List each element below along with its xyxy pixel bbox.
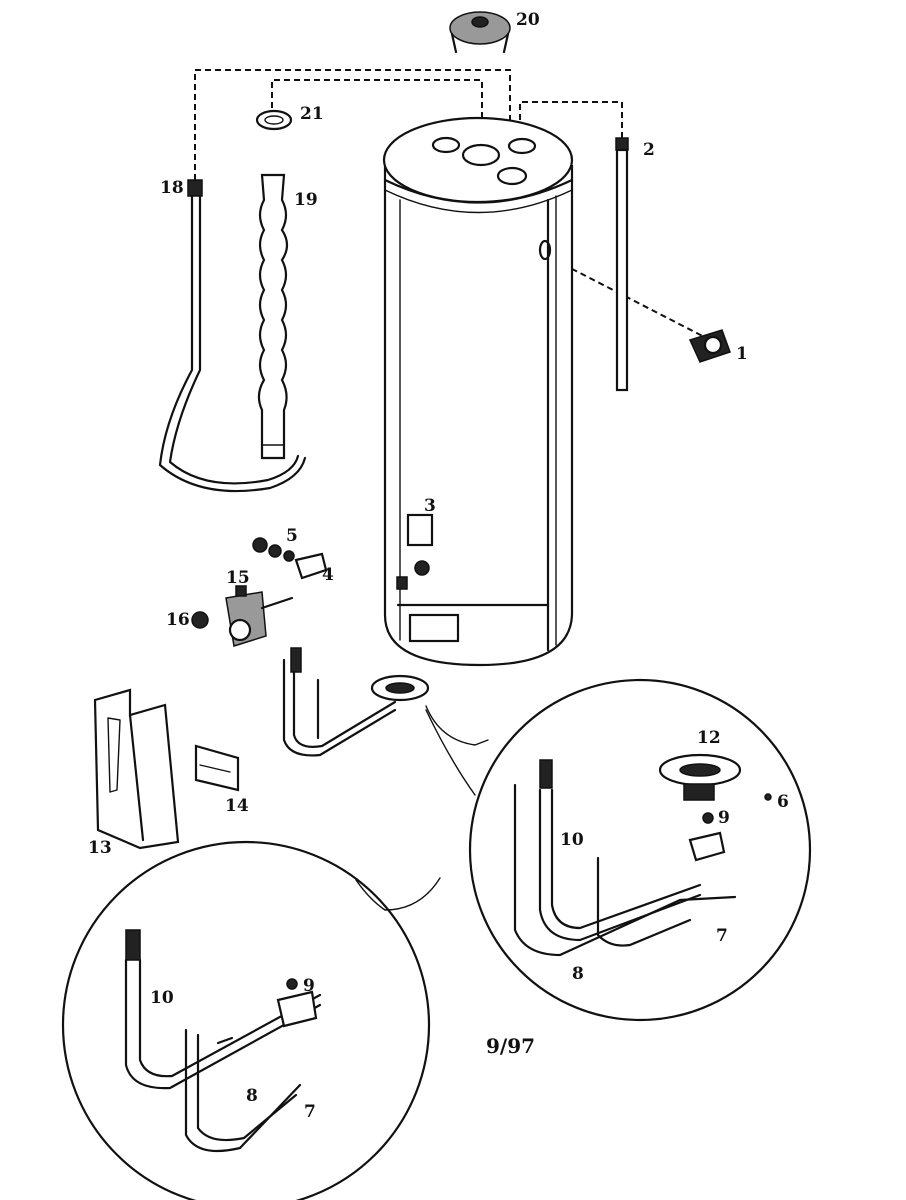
burner-assembly xyxy=(282,647,430,757)
label-part-8-right: 8 xyxy=(572,964,584,984)
water-heater-tank xyxy=(382,116,574,667)
label-part-9-left: 9 xyxy=(303,976,315,996)
part-16-nut xyxy=(191,611,209,629)
part-1-valve xyxy=(688,329,731,363)
label-part-14: 14 xyxy=(225,796,249,816)
part-21-washer xyxy=(255,109,293,131)
label-part-19: 19 xyxy=(294,190,318,210)
label-part-18: 18 xyxy=(160,178,184,198)
part-2-rod xyxy=(615,137,629,392)
part-19-rod xyxy=(257,173,289,460)
label-part-7-left: 7 xyxy=(304,1102,316,1122)
part-15-gas-valve xyxy=(225,585,294,647)
label-part-20: 20 xyxy=(516,10,540,30)
detail-circle-left xyxy=(61,840,431,1200)
part-18-hose xyxy=(158,179,307,493)
label-part-2: 2 xyxy=(643,140,655,160)
label-part-6: 6 xyxy=(777,792,789,812)
label-part-4: 4 xyxy=(322,565,334,585)
part-20-cap xyxy=(449,11,511,54)
label-part-8-left: 8 xyxy=(246,1086,258,1106)
label-part-1: 1 xyxy=(736,344,748,364)
label-part-5: 5 xyxy=(286,526,298,546)
parts-4-5-fittings xyxy=(252,537,328,580)
label-part-7-right: 7 xyxy=(716,926,728,946)
label-part-12: 12 xyxy=(697,728,721,748)
date-code: 9/97 xyxy=(486,1034,536,1058)
zoom-leaders xyxy=(355,705,489,911)
label-part-10-left: 10 xyxy=(150,988,174,1008)
label-part-16: 16 xyxy=(166,610,190,630)
label-part-3: 3 xyxy=(424,496,436,516)
label-part-15: 15 xyxy=(226,568,250,588)
label-part-21: 21 xyxy=(300,104,324,124)
part-13-shield xyxy=(93,688,180,850)
label-part-10-right: 10 xyxy=(560,830,584,850)
label-part-13: 13 xyxy=(88,838,112,858)
label-part-9-right: 9 xyxy=(718,808,730,828)
part-14-plate xyxy=(194,744,240,792)
detail-circle-right xyxy=(468,678,812,1022)
